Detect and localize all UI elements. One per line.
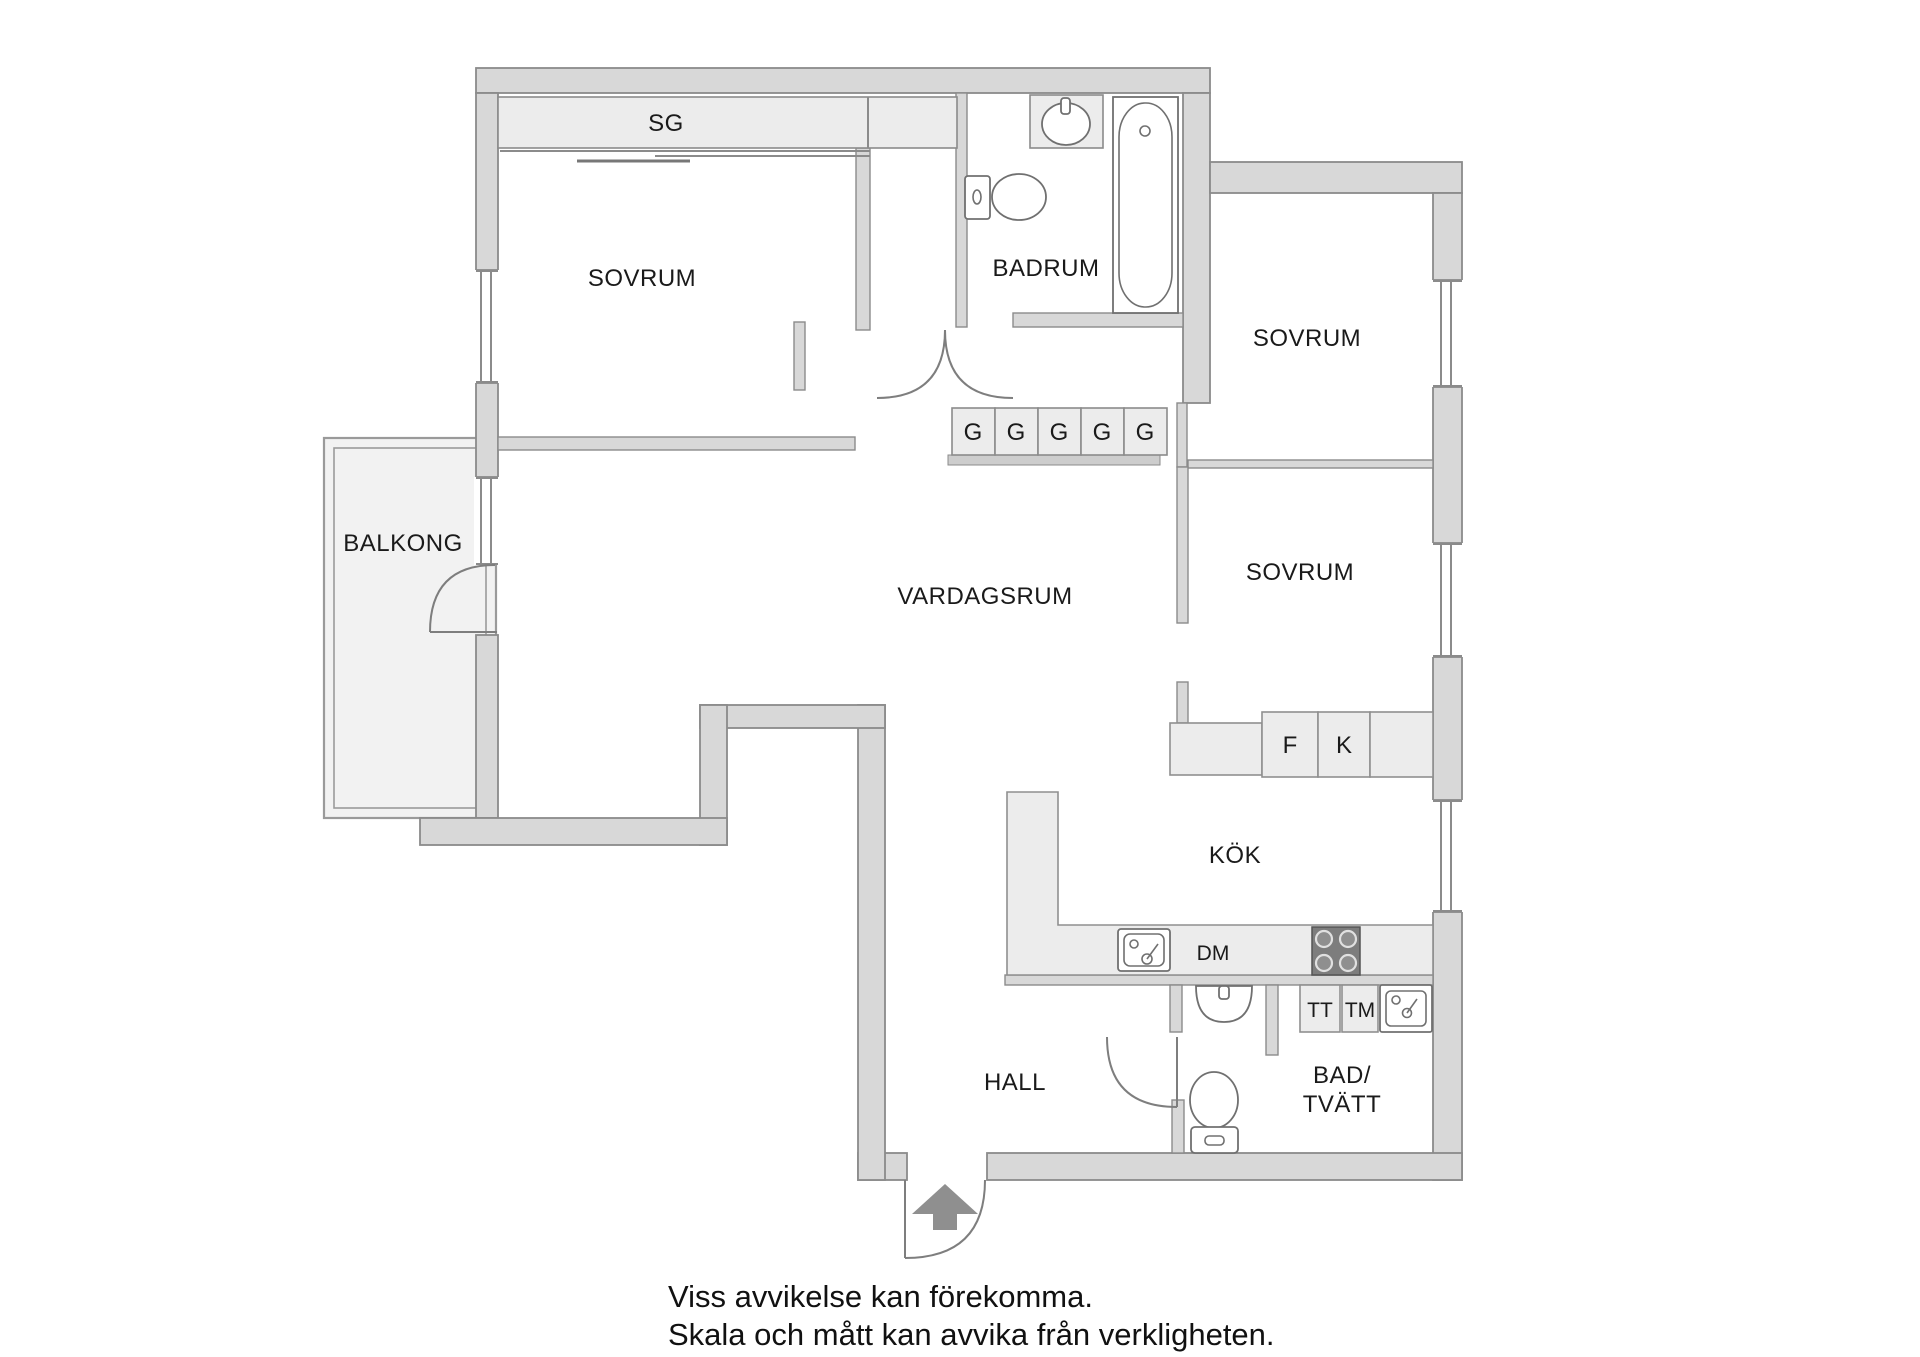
wall xyxy=(1176,466,1189,624)
windows xyxy=(474,270,1464,912)
g-label: G xyxy=(964,419,983,446)
room-label-hall: HALL xyxy=(984,1069,1046,1096)
washbasin-icon xyxy=(1029,94,1104,149)
wall xyxy=(1004,974,1434,986)
wall xyxy=(855,147,871,331)
window-icon xyxy=(1431,800,1464,912)
door-leaf xyxy=(793,321,806,391)
wall xyxy=(1012,312,1184,328)
bathtub-icon xyxy=(1112,96,1179,314)
window-icon xyxy=(1431,543,1464,657)
dryer-label: TT xyxy=(1307,999,1333,1022)
balcony-inner xyxy=(333,447,487,809)
washbasin-icon xyxy=(1195,985,1253,1023)
dishwasher-label: DM xyxy=(1197,942,1230,965)
fridge-box xyxy=(1261,711,1319,778)
fridge-freezer-row: F K xyxy=(1169,711,1434,778)
wall xyxy=(475,92,499,271)
wall xyxy=(1176,681,1189,724)
wall xyxy=(475,382,499,478)
door-arc xyxy=(1106,1036,1178,1108)
balcony-outer xyxy=(322,436,498,820)
wall xyxy=(857,704,886,1181)
room-label-badrum: BADRUM xyxy=(992,255,1099,282)
wall xyxy=(1432,911,1463,1181)
dryer-box xyxy=(1299,984,1341,1033)
closet-rail xyxy=(947,454,1161,466)
room-label-sovrum-2: SOVRUM xyxy=(1253,325,1361,352)
room-label-bad-tvatt-2: TVÄTT xyxy=(1303,1091,1382,1118)
sg-wardrobe: SG xyxy=(497,96,958,163)
doors xyxy=(429,321,1178,1259)
sg-closet-box xyxy=(497,96,958,149)
wall xyxy=(497,436,856,451)
balcony xyxy=(322,436,498,820)
g-label: G xyxy=(1093,419,1112,446)
room-label-balkong: BALKONG xyxy=(343,530,463,557)
g-label: G xyxy=(1136,419,1155,446)
g-label: G xyxy=(1050,419,1069,446)
wall xyxy=(1432,656,1463,801)
door-arc xyxy=(876,329,946,399)
washer-box xyxy=(1341,984,1379,1033)
caption-line-1: Viss avvikelse kan förekomma. xyxy=(668,1279,1093,1314)
caption-line-2: Skala och mått kan avvika från verklighe… xyxy=(668,1317,1275,1352)
wall xyxy=(1432,192,1463,281)
outer-walls xyxy=(419,67,1463,1181)
fridge-label: F xyxy=(1283,732,1298,759)
freezer-label: K xyxy=(1336,732,1352,759)
room-label-vardagsrum: VARDAGSRUM xyxy=(897,583,1072,610)
cabinet-box xyxy=(1169,722,1263,776)
caption: Viss avvikelse kan förekomma. Skala och … xyxy=(668,1279,1275,1352)
g-closet-box xyxy=(1123,407,1168,456)
wall xyxy=(475,67,1211,94)
door-arc xyxy=(944,329,1014,399)
interior-walls xyxy=(497,92,1434,1154)
window-icon xyxy=(1431,280,1464,387)
stove-icon xyxy=(1311,926,1361,976)
bad-tvatt-fixtures xyxy=(1189,985,1253,1154)
washer-label: TM xyxy=(1345,999,1375,1022)
room-labels: SOVRUM BADRUM SOVRUM SOVRUM VARDAGSRUM K… xyxy=(343,255,1381,1118)
cabinet-box xyxy=(1369,711,1434,778)
wall xyxy=(1169,984,1183,1033)
g-closet-box xyxy=(994,407,1039,456)
g-label: G xyxy=(1007,419,1026,446)
window-icon xyxy=(474,270,500,383)
g-closets: G G G G G xyxy=(947,407,1168,466)
toilet-icon xyxy=(964,173,1047,221)
door-arc xyxy=(429,564,496,633)
window-icon xyxy=(474,477,500,565)
laundry-sink-icon xyxy=(1379,984,1433,1033)
badrum-fixtures xyxy=(964,94,1179,314)
kitchen-sink-icon xyxy=(1117,928,1171,972)
room-label-sovrum-1: SOVRUM xyxy=(588,265,696,292)
entry-arrow-icon xyxy=(912,1184,978,1230)
room-label-sovrum-3: SOVRUM xyxy=(1246,559,1354,586)
room-label-kok: KÖK xyxy=(1209,842,1261,869)
toilet-icon xyxy=(1189,1071,1239,1154)
wall xyxy=(1432,386,1463,544)
wall xyxy=(1176,402,1188,468)
wall xyxy=(986,1152,1463,1181)
wall xyxy=(1182,92,1211,404)
sg-label: SG xyxy=(648,110,684,137)
kitchen-counter xyxy=(1006,791,1434,976)
laundry-row: TT TM xyxy=(1299,984,1433,1033)
wall xyxy=(1209,161,1463,194)
door-arc xyxy=(904,1179,986,1259)
wall xyxy=(1187,459,1434,469)
g-closet-box xyxy=(1080,407,1125,456)
wall xyxy=(1265,984,1279,1056)
room-label-bad-tvatt-1: BAD/ xyxy=(1313,1062,1371,1089)
wall xyxy=(419,817,728,846)
wall xyxy=(475,634,499,819)
